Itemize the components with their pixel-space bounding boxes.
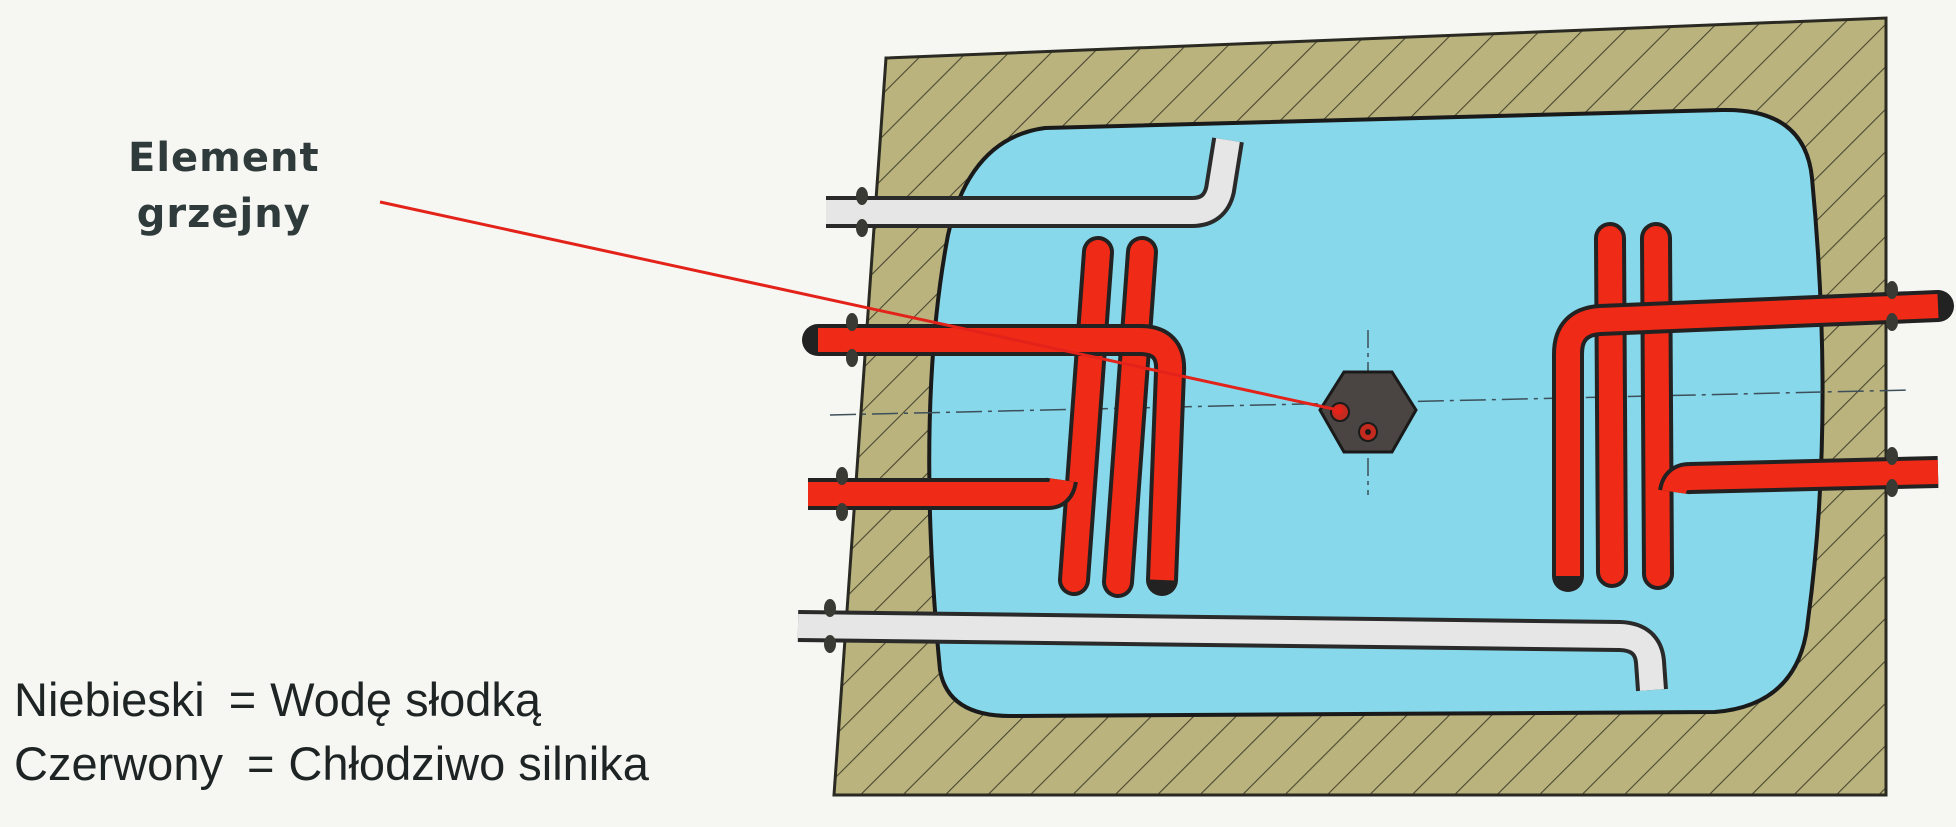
- legend-row-red: Czerwony =Chłodziwo silnika: [14, 732, 649, 796]
- coolant-coil-left: [802, 236, 1187, 598]
- legend-key: Czerwony: [14, 737, 223, 790]
- legend-value: Wodę słodką: [270, 673, 541, 726]
- heating-element-label-line2: grzejny: [136, 191, 311, 237]
- coolant-coil-right: [1552, 222, 1954, 592]
- legend-key: Niebieski: [14, 673, 205, 726]
- fresh-water-pipe-bottom: [797, 610, 1668, 692]
- color-legend: Niebieski=Wodę słodką Czerwony=Chłodziwo…: [14, 668, 649, 796]
- legend-row-blue: Niebieski =Wodę słodką: [14, 668, 649, 732]
- legend-equals: =: [228, 673, 257, 726]
- legend-equals: =: [246, 737, 275, 790]
- heating-element-label: Element grzejny: [128, 130, 320, 242]
- fresh-water-pipe-top: [826, 137, 1244, 228]
- axis-line: [829, 389, 1911, 416]
- callout-leader-dot: [1333, 405, 1343, 415]
- pipe-flanges: [824, 187, 1898, 653]
- heating-element-label-line1: Element: [128, 135, 320, 181]
- callout-leader-line: [379, 200, 1339, 412]
- legend-value: Chłodziwo silnika: [288, 737, 649, 790]
